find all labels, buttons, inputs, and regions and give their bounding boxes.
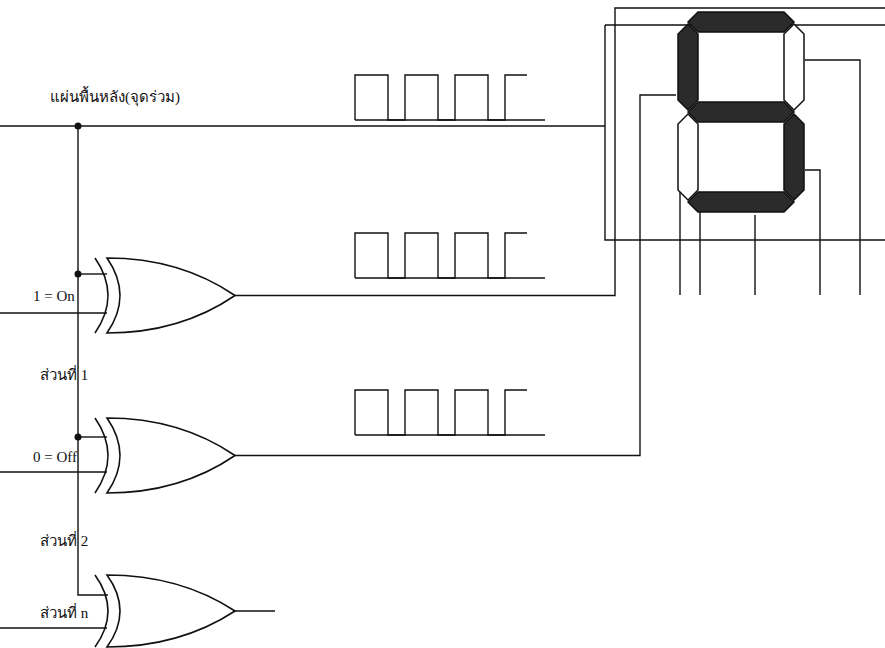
- waveform-baseline: [355, 277, 545, 278]
- segment-lead: [754, 215, 755, 295]
- xor-gate: [107, 575, 235, 647]
- xor-gate-arc: [95, 418, 108, 493]
- display-wire: [605, 25, 885, 240]
- segment-lead: [699, 210, 700, 295]
- xor-gate: [107, 418, 235, 493]
- signal-label: ส่วนที่ 1: [40, 366, 88, 384]
- segment-lead: [805, 170, 820, 295]
- gate-input-wire: [0, 627, 107, 628]
- signal-label: ส่วนที่ 2: [40, 532, 88, 550]
- gate-input-wire: [78, 273, 107, 274]
- junction-dot: [75, 123, 82, 130]
- display-segment: [784, 114, 804, 200]
- gate-output-wire: [235, 8, 885, 296]
- display-segment: [688, 102, 794, 122]
- signal-label: แผ่นพื้นหลัง(จุดร่วม): [50, 88, 180, 106]
- gate-input-wire: [0, 471, 107, 472]
- gate-input-wire: [0, 312, 107, 313]
- display-segment: [688, 12, 794, 32]
- display-segment: [678, 24, 698, 110]
- signal-label: ส่วนที่ n: [40, 604, 88, 622]
- display-segment: [678, 114, 698, 200]
- gate-output-wire: [235, 610, 275, 611]
- xor-gate-arc: [95, 258, 108, 333]
- segment-lead: [805, 60, 860, 295]
- display-segment: [784, 24, 804, 110]
- signal-label: 0 = Off: [33, 448, 77, 466]
- signal-label: 1 = On: [33, 287, 75, 305]
- gate-input-wire: [78, 436, 107, 437]
- square-waveform: [355, 75, 527, 120]
- waveform-baseline: [355, 119, 545, 120]
- waveform-baseline: [355, 434, 545, 435]
- backplane-wire: [0, 125, 605, 126]
- xor-gate-arc: [95, 575, 108, 647]
- display-segment: [688, 192, 794, 212]
- gate-output-wire: [235, 95, 676, 456]
- xor-gate: [107, 258, 235, 333]
- common-wire: [78, 126, 108, 595]
- square-waveform: [355, 390, 527, 435]
- square-waveform: [355, 233, 527, 278]
